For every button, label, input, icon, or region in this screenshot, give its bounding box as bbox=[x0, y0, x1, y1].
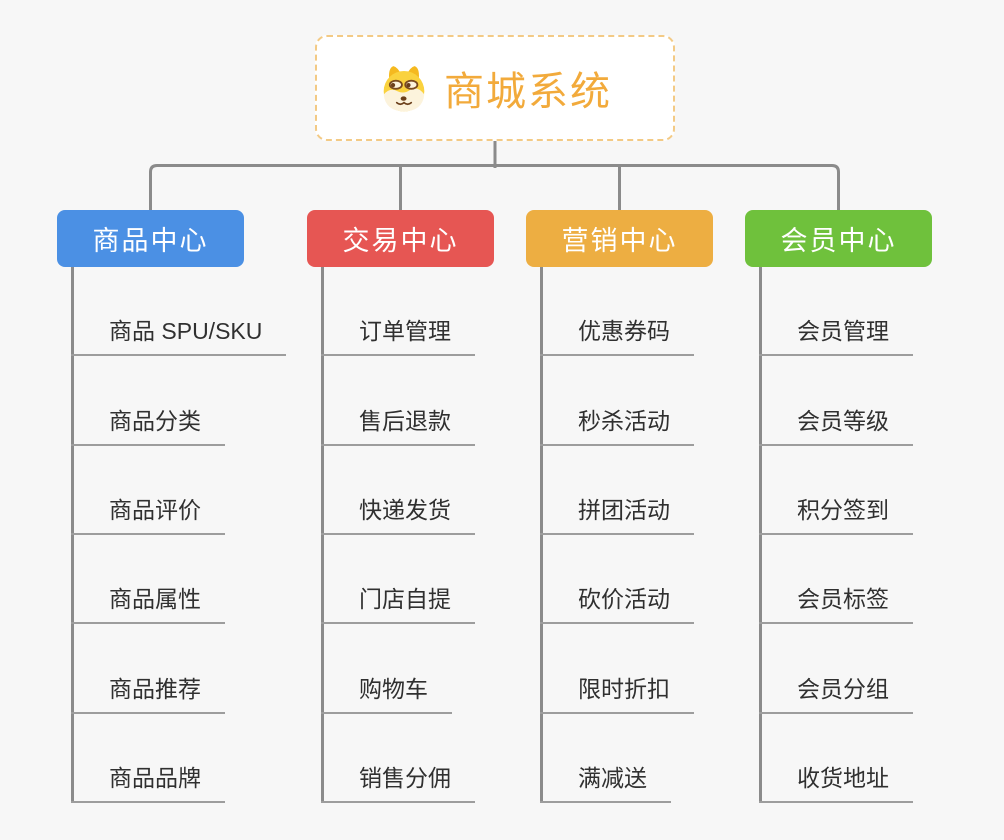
branch-items-member-center: 会员管理 会员等级 积分签到 会员标签 会员分组 收货地址 bbox=[759, 267, 913, 803]
node-order-management[interactable]: 订单管理 bbox=[321, 312, 475, 357]
node-flash-sale[interactable]: 秒杀活动 bbox=[540, 402, 694, 446]
node-shipping-address[interactable]: 收货地址 bbox=[759, 759, 913, 803]
node-product-category[interactable]: 商品分类 bbox=[71, 402, 225, 446]
node-after-sales-refund[interactable]: 售后退款 bbox=[321, 402, 475, 446]
branch-items-marketing-center: 优惠券码 秒杀活动 拼团活动 砍价活动 限时折扣 满减送 bbox=[540, 267, 694, 803]
node-product-attribute[interactable]: 商品属性 bbox=[71, 580, 225, 625]
branch-items-product-center: 商品 SPU/SKU 商品分类 商品评价 商品属性 商品推荐 商品品牌 bbox=[71, 267, 287, 803]
node-member-management[interactable]: 会员管理 bbox=[759, 312, 913, 357]
node-member-level[interactable]: 会员等级 bbox=[759, 402, 913, 446]
branch-product-center: 商品中心 商品 SPU/SKU 商品分类 商品评价 商品属性 商品推荐 商品品牌 bbox=[57, 210, 287, 803]
node-sales-commission[interactable]: 销售分佣 bbox=[321, 759, 475, 803]
branch-member-center: 会员中心 会员管理 会员等级 积分签到 会员标签 会员分组 收货地址 bbox=[745, 210, 932, 803]
node-product-review[interactable]: 商品评价 bbox=[71, 491, 225, 535]
node-coupon-code[interactable]: 优惠券码 bbox=[540, 312, 694, 357]
branch-marketing-center: 营销中心 优惠券码 秒杀活动 拼团活动 砍价活动 限时折扣 满减送 bbox=[526, 210, 713, 803]
node-express-delivery[interactable]: 快递发货 bbox=[321, 491, 475, 535]
node-points-checkin[interactable]: 积分签到 bbox=[759, 491, 913, 535]
branch-header-trade-center[interactable]: 交易中心 bbox=[307, 210, 494, 267]
branch-header-member-center[interactable]: 会员中心 bbox=[745, 210, 932, 267]
node-store-pickup[interactable]: 门店自提 bbox=[321, 580, 475, 625]
branch-items-trade-center: 订单管理 售后退款 快递发货 门店自提 购物车 销售分佣 bbox=[321, 267, 475, 803]
node-shopping-cart[interactable]: 购物车 bbox=[321, 670, 452, 714]
node-product-spu-sku[interactable]: 商品 SPU/SKU bbox=[71, 312, 287, 357]
root-node[interactable]: 商城系统 bbox=[315, 35, 675, 141]
node-product-recommend[interactable]: 商品推荐 bbox=[71, 670, 225, 714]
doge-icon bbox=[383, 66, 425, 112]
node-product-brand[interactable]: 商品品牌 bbox=[71, 759, 225, 803]
branch-rail-line bbox=[149, 164, 840, 211]
node-bargain-activity[interactable]: 砍价活动 bbox=[540, 580, 694, 625]
node-member-group[interactable]: 会员分组 bbox=[759, 670, 913, 714]
node-time-limited-discount[interactable]: 限时折扣 bbox=[540, 670, 694, 714]
root-title: 商城系统 bbox=[444, 70, 612, 114]
branch-header-product-center[interactable]: 商品中心 bbox=[57, 210, 244, 267]
branch-header-marketing-center[interactable]: 营销中心 bbox=[526, 210, 713, 267]
node-group-buy[interactable]: 拼团活动 bbox=[540, 491, 694, 535]
branch-trade-center: 交易中心 订单管理 售后退款 快递发货 门店自提 购物车 销售分佣 bbox=[307, 210, 494, 803]
node-member-tag[interactable]: 会员标签 bbox=[759, 580, 913, 625]
node-full-reduction[interactable]: 满减送 bbox=[540, 759, 671, 803]
